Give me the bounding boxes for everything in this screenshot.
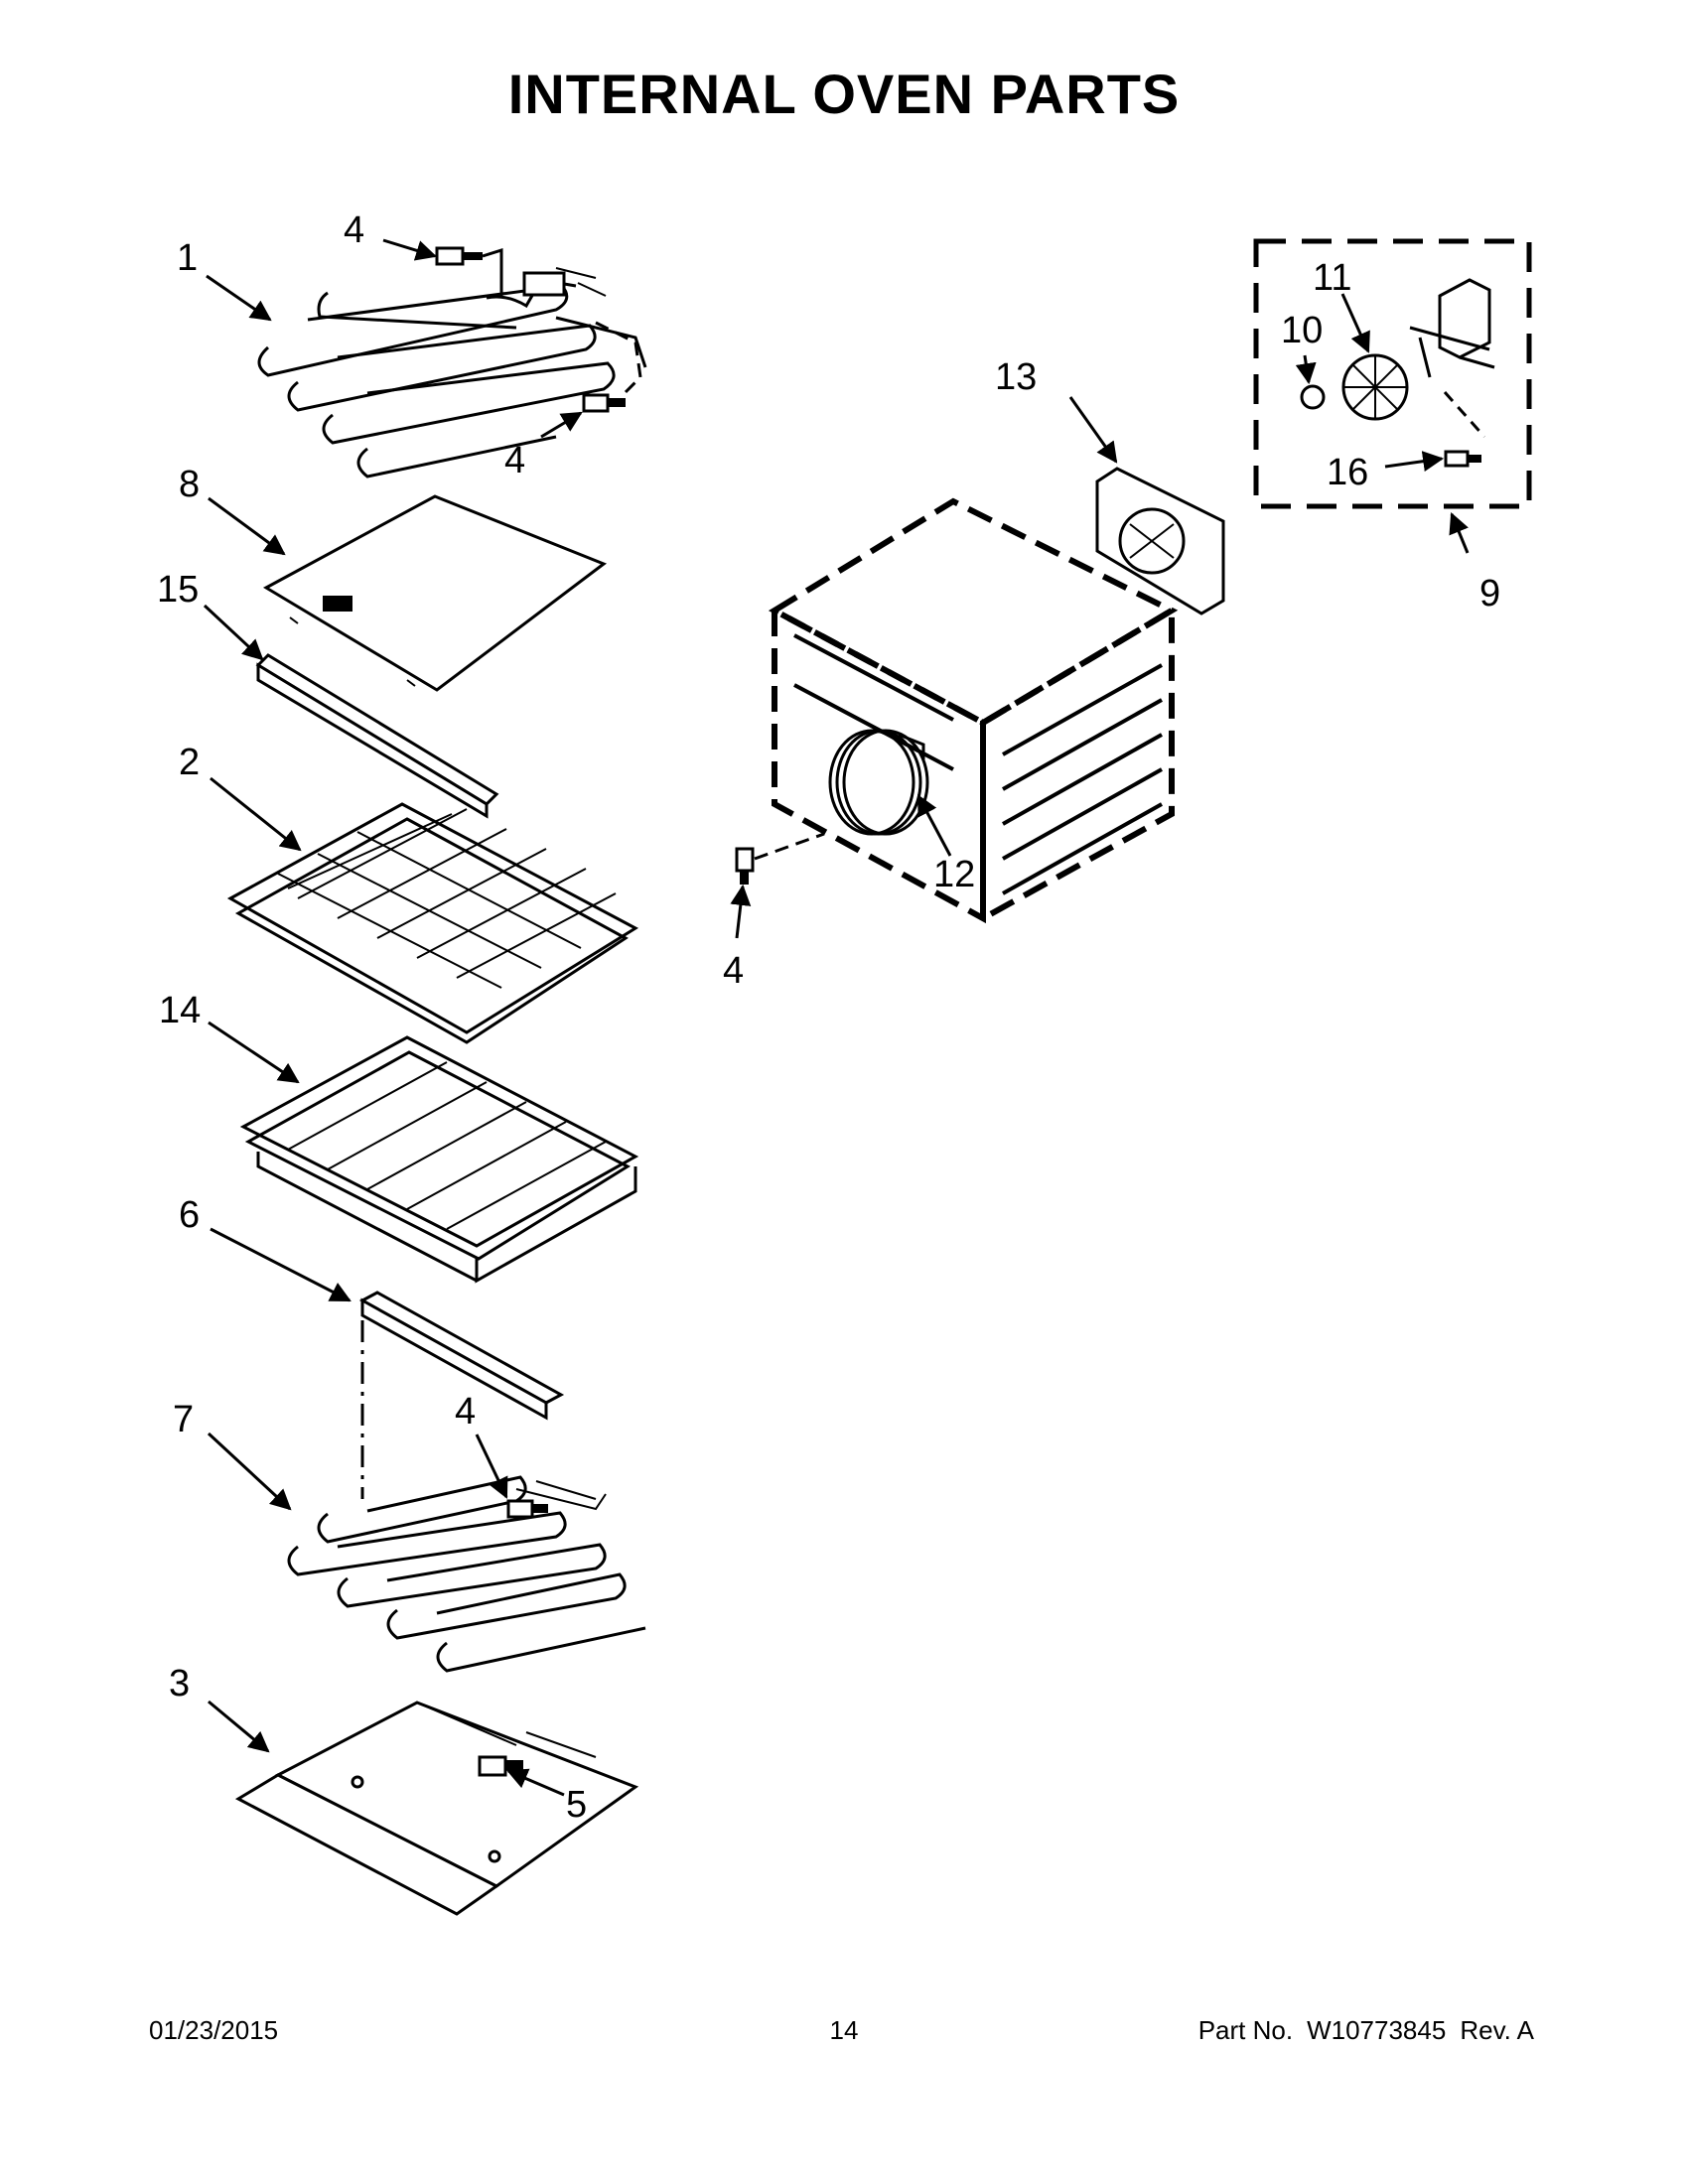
leader-arrow (506, 1768, 565, 1797)
element-cover-strip (358, 1291, 565, 1421)
footer-part-info: Part No. W10773845 Rev. A (1198, 2015, 1534, 2046)
leader-arrow (203, 604, 264, 661)
rack-supports (793, 633, 1163, 895)
page-title: INTERNAL OVEN PARTS (507, 63, 1181, 125)
leader-arrow (540, 411, 583, 439)
footer-date: 01/23/2015 (149, 2015, 279, 2045)
callout-label: 10 (1281, 310, 1323, 351)
leader-arrow (730, 884, 752, 939)
leader-arrow (475, 1433, 508, 1499)
leader-arrow (208, 1021, 300, 1084)
leader-arrow (210, 776, 302, 852)
upper-heating-element (257, 267, 647, 478)
leader-arrow (1295, 354, 1317, 385)
leader-arrow (1068, 396, 1118, 464)
callout-label: 5 (566, 1784, 587, 1826)
lower-heating-element (287, 1475, 646, 1673)
screw-icon (435, 246, 503, 298)
leader-arrow (210, 1227, 352, 1302)
nut-icon (1300, 384, 1326, 410)
callout-label: 16 (1327, 452, 1368, 493)
leader-arrow (1449, 512, 1470, 554)
callout-label: 11 (1313, 257, 1351, 299)
callout-label: 4 (344, 209, 364, 251)
callout-label: 8 (179, 464, 200, 505)
alignment-line (754, 832, 825, 861)
leader-arrow (382, 238, 438, 261)
alignment-line (1443, 391, 1486, 438)
screw-icon (478, 1755, 523, 1777)
callout-label: 2 (179, 742, 200, 783)
callout-label: 7 (173, 1399, 194, 1440)
oven-floor-panel (234, 1701, 639, 1916)
screw-icon (506, 1499, 548, 1519)
fan-blade-icon (1341, 353, 1409, 421)
leader-arrow (208, 496, 286, 556)
alignment-line (595, 321, 642, 394)
ceiling-rail (255, 653, 499, 819)
leader-arrow (207, 1432, 292, 1511)
callout-label: 3 (169, 1663, 190, 1705)
convection-ring-element (828, 729, 929, 836)
oven-ceiling-panel (262, 494, 608, 692)
leader-arrow (208, 1700, 270, 1753)
callout-label: 15 (157, 569, 199, 611)
callout-label: 4 (455, 1391, 476, 1433)
fan-motor (1409, 278, 1495, 378)
screw-icon (1444, 450, 1481, 468)
callout-label: 4 (504, 440, 525, 481)
oven-cavity (768, 497, 1179, 924)
oven-rack (226, 802, 639, 1044)
leader-arrow (1384, 451, 1445, 473)
callout-label: 12 (933, 854, 975, 895)
leader-arrow (916, 794, 952, 857)
rollout-rack (239, 1035, 639, 1284)
callout-label: 13 (995, 356, 1037, 398)
part-number-label: Part No. (1197, 2015, 1294, 2045)
screw-icon (582, 393, 626, 413)
callout-label: 9 (1479, 573, 1500, 614)
leader-arrow (206, 274, 272, 322)
screw-icon (735, 847, 755, 885)
leader-arrow (1340, 293, 1370, 353)
callout-label: 14 (159, 990, 201, 1031)
footer-page-number: 14 (829, 2015, 859, 2045)
revision: Rev. A (1460, 2015, 1534, 2045)
convection-fan-cover (1095, 467, 1225, 615)
part-number: W10773845 (1307, 2015, 1447, 2045)
callout-label: 4 (723, 950, 744, 992)
callout-label: 6 (179, 1194, 200, 1236)
callout-label: 1 (177, 237, 198, 279)
